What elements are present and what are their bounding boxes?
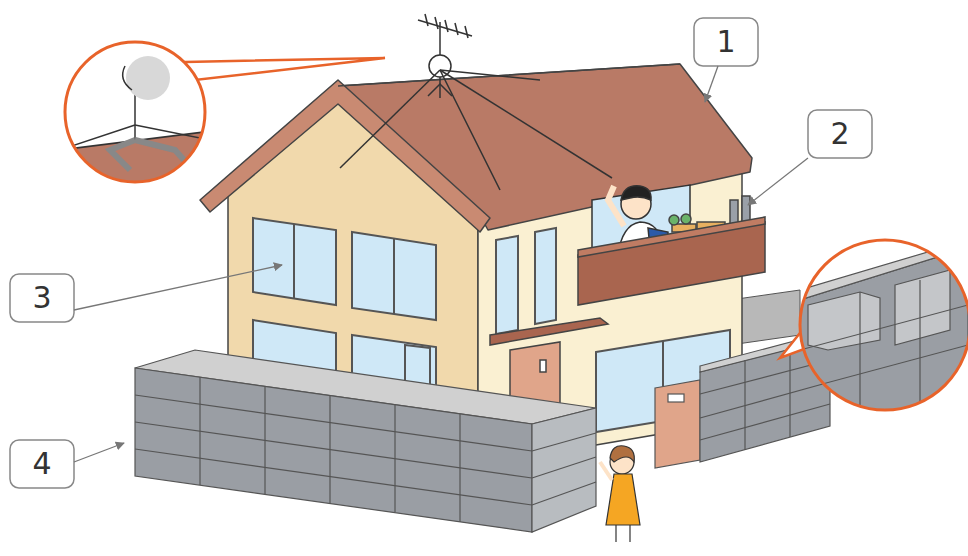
- antenna-zoom: [60, 42, 385, 190]
- callout-number: 2: [830, 119, 849, 149]
- callout-number: 1: [716, 27, 735, 57]
- girl: [600, 446, 640, 542]
- leader-lines: [74, 66, 808, 462]
- antenna: [340, 14, 612, 190]
- block-wall: [135, 332, 842, 532]
- callout-number: 3: [32, 283, 51, 313]
- callout-number: 4: [32, 449, 51, 479]
- block-zoom: [780, 240, 968, 420]
- callout-boxes: [10, 18, 872, 488]
- balcony: [578, 196, 765, 305]
